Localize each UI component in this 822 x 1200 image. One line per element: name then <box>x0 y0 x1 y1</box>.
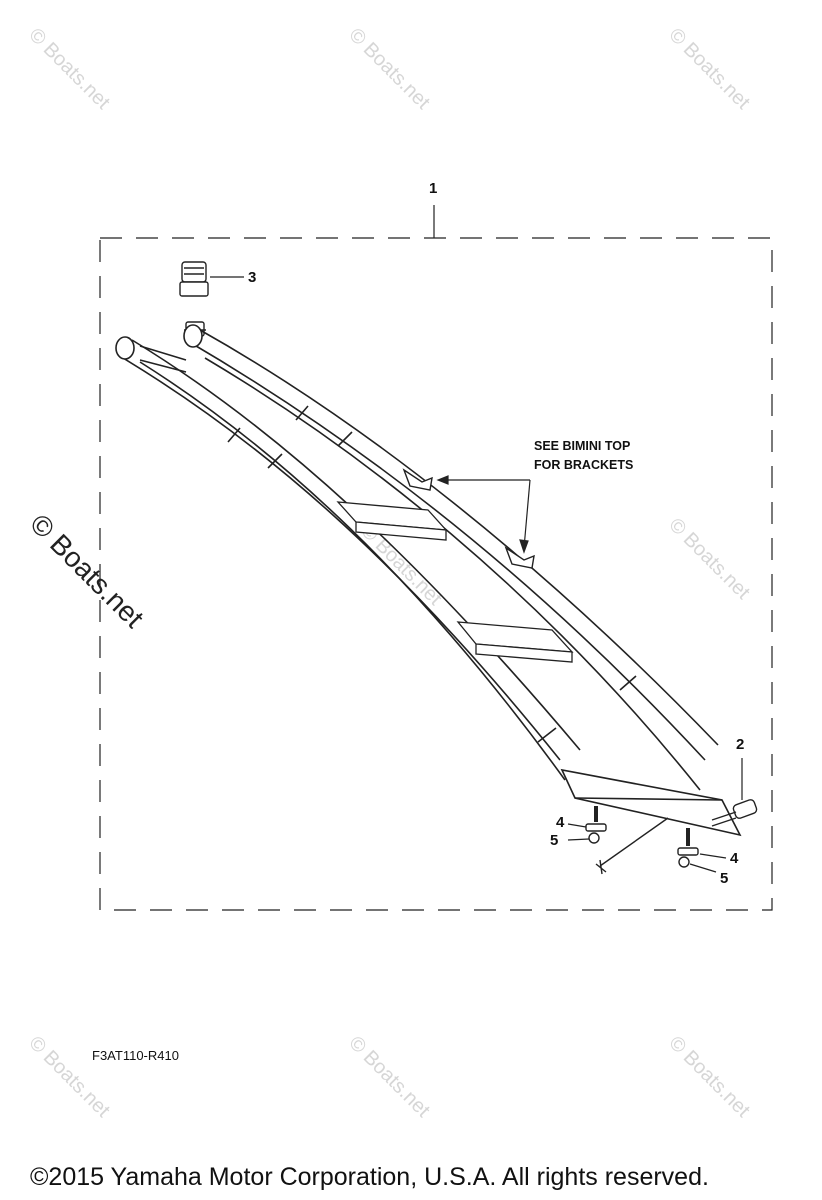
callout-4-right: 4 <box>730 850 739 867</box>
note-leaders <box>436 475 531 554</box>
callout-2: 2 <box>736 736 745 753</box>
crossbar-pads <box>336 501 574 663</box>
callout-4-left: 4 <box>556 814 565 831</box>
callout-5-left: 5 <box>550 832 559 849</box>
diagram-code: F3AT110-R410 <box>92 1048 179 1063</box>
bracket-note-line-2: FOR BRACKETS <box>534 458 634 472</box>
callout-3: 3 <box>248 269 257 286</box>
copyright-notice: ©2015 Yamaha Motor Corporation, U.S.A. A… <box>30 1163 709 1191</box>
bracket-note-line-1: SEE BIMINI TOP <box>534 439 631 453</box>
bolts-and-washers <box>585 806 699 875</box>
callout-5-right: 5 <box>720 870 729 887</box>
callout-1: 1 <box>429 180 438 197</box>
bimini-brackets <box>402 468 535 569</box>
tower-frame <box>115 324 742 837</box>
kit-boundary-box <box>99 237 773 911</box>
part-2-knob <box>711 799 758 827</box>
callout-leaders <box>567 823 727 873</box>
bracket-note: SEE BIMINI TOP FOR BRACKETS <box>534 437 633 475</box>
